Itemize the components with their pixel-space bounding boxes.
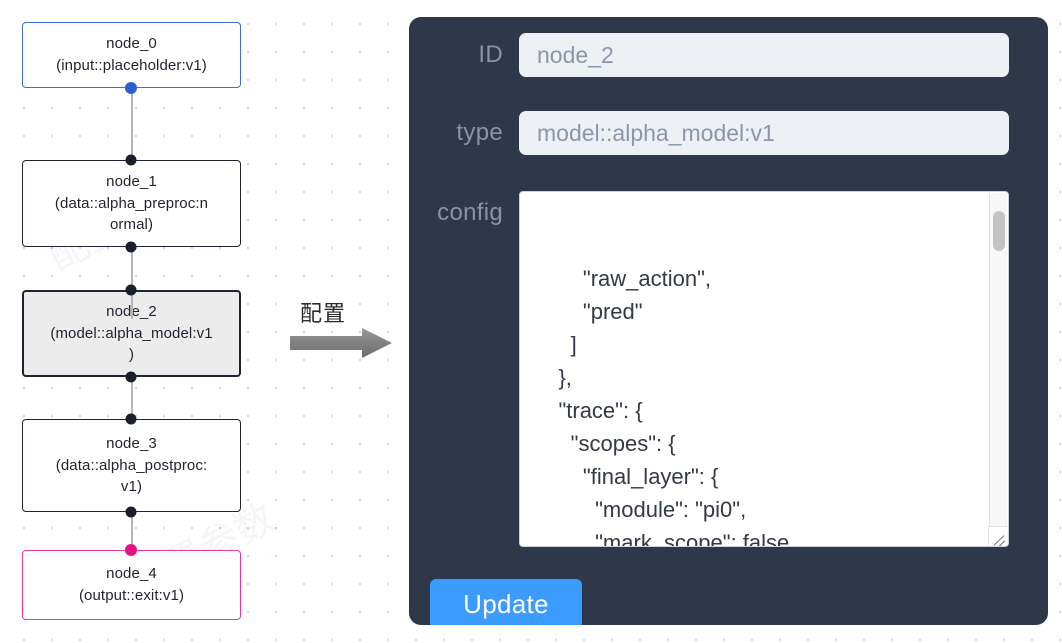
annotation-arrow-group: 配置 — [290, 296, 400, 366]
update-button[interactable]: Update — [430, 579, 582, 625]
label-id: ID — [478, 41, 503, 68]
edge-node0-node1 — [131, 88, 133, 160]
edge-node3-node4 — [131, 512, 133, 550]
config-panel: ID type config "raw_action", "pred" ] },… — [409, 17, 1048, 625]
flow-node-label: node_0 (input::placeholder:v1) — [56, 35, 207, 74]
id-input[interactable] — [519, 33, 1009, 77]
flow-node-label: node_4 (output::exit:v1) — [78, 565, 185, 604]
config-textarea-scrollbar[interactable] — [989, 193, 1007, 527]
flow-node-node_1[interactable]: node_1 (data::alpha_preproc:n ormal) — [22, 160, 241, 247]
handle-node_1-source[interactable] — [125, 241, 137, 253]
handle-node_4-target[interactable] — [125, 544, 137, 556]
flow-node-node_3[interactable]: node_3 (data::alpha_postproc: v1) — [22, 419, 241, 512]
scrollbar-thumb[interactable] — [993, 211, 1005, 251]
label-type: type — [456, 119, 503, 146]
handle-node_2-target[interactable] — [125, 284, 137, 296]
config-textarea[interactable]: "raw_action", "pred" ] }, "trace": { "sc… — [519, 191, 1009, 547]
flow-node-node_4[interactable]: node_4 (output::exit:v1) — [22, 550, 241, 620]
handle-node_0-source[interactable] — [125, 82, 137, 94]
edge-node2-node3 — [131, 377, 133, 419]
textarea-resize-handle[interactable] — [988, 526, 1007, 545]
handle-node_3-source[interactable] — [125, 506, 137, 518]
annotation-label: 配置 — [300, 302, 347, 327]
edge-node1-node2 — [131, 247, 133, 319]
handle-node_3-target[interactable] — [125, 413, 137, 425]
arrow-right-icon — [290, 328, 392, 358]
form-row-id: ID — [409, 33, 1009, 77]
form-row-config: config "raw_action", "pred" ] }, "trace"… — [409, 191, 1009, 547]
flow-node-label: node_3 (data::alpha_postproc: v1) — [55, 434, 208, 496]
handle-node_2-source[interactable] — [125, 371, 137, 383]
form-row-type: type — [409, 111, 1009, 155]
flow-node-node_0[interactable]: node_0 (input::placeholder:v1) — [22, 22, 241, 88]
label-config: config — [437, 199, 503, 226]
type-input[interactable] — [519, 111, 1009, 155]
flow-node-label: node_1 (data::alpha_preproc:n ormal) — [54, 172, 209, 234]
handle-node_1-target[interactable] — [125, 154, 137, 166]
config-textarea-content: "raw_action", "pred" ] }, "trace": { "sc… — [558, 266, 790, 547]
